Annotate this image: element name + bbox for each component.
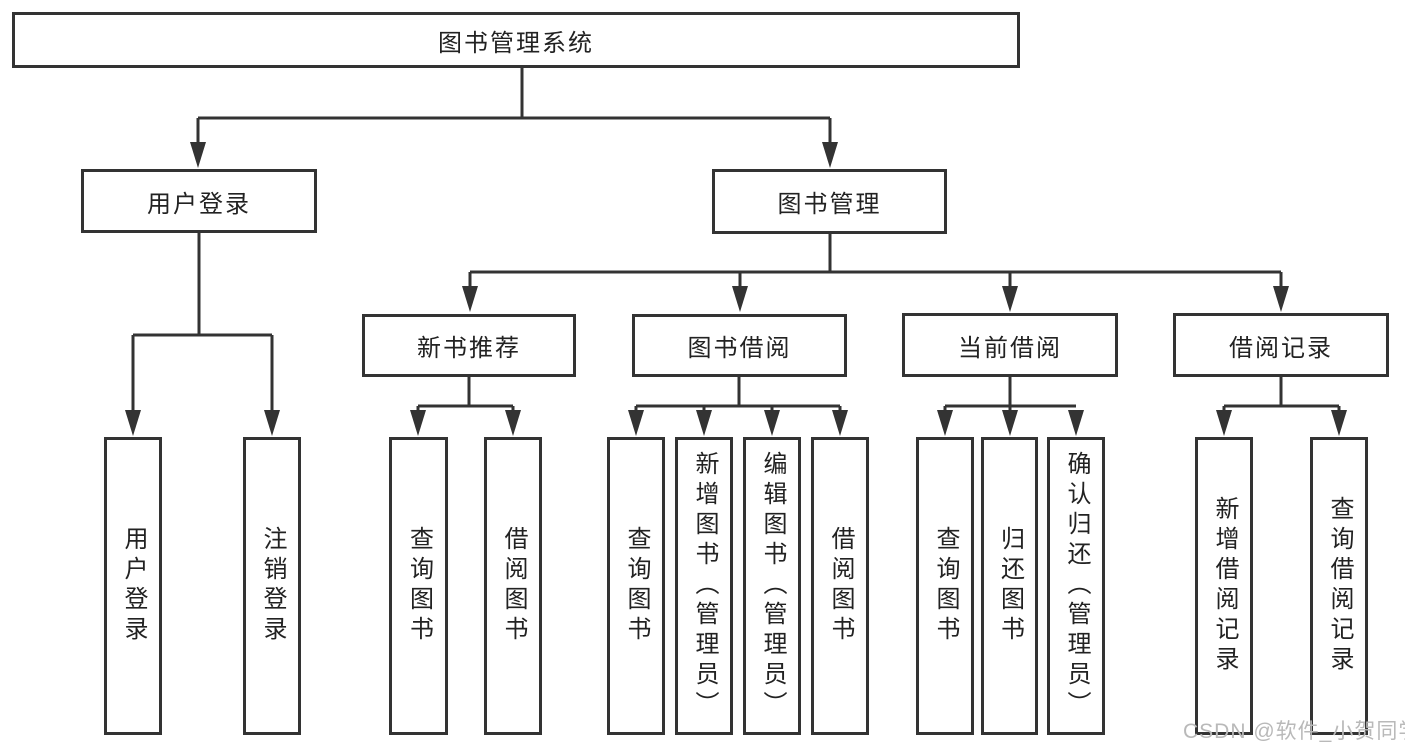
leaf-add-borrow-record-label: 新增借阅记录 [1211, 496, 1238, 676]
leaf-borrow-book-2: 借阅图书 [811, 437, 869, 735]
root-node-library-system: 图书管理系统 [12, 12, 1020, 68]
leaf-edit-book-admin-label: 编辑图书（管理员） [759, 451, 786, 721]
leaf-add-borrow-record: 新增借阅记录 [1195, 437, 1253, 735]
leaf-query-book-3: 查询图书 [916, 437, 974, 735]
node-book-management: 图书管理 [712, 169, 947, 234]
leaf-query-book-2-label: 查询图书 [623, 526, 650, 646]
leaf-logout-label: 注销登录 [259, 526, 286, 646]
leaf-borrow-book-2-label: 借阅图书 [827, 526, 854, 646]
leaf-user-login-label: 用户登录 [120, 526, 147, 646]
leaf-user-login: 用户登录 [104, 437, 162, 735]
node-current-borrow: 当前借阅 [902, 313, 1118, 377]
leaf-return-book: 归还图书 [981, 437, 1038, 735]
node-user-login: 用户登录 [81, 169, 317, 233]
leaf-query-book-2: 查询图书 [607, 437, 665, 735]
leaf-query-book-3-label: 查询图书 [932, 526, 959, 646]
leaf-logout: 注销登录 [243, 437, 301, 735]
leaf-query-book-1: 查询图书 [389, 437, 448, 735]
leaf-confirm-return-admin-label: 确认归还（管理员） [1063, 451, 1090, 721]
leaf-confirm-return-admin: 确认归还（管理员） [1047, 437, 1105, 735]
node-new-book-recommend: 新书推荐 [362, 314, 576, 377]
leaf-query-book-1-label: 查询图书 [405, 526, 433, 646]
leaf-add-book-admin-label: 新增图书（管理员） [691, 451, 718, 721]
leaf-add-book-admin: 新增图书（管理员） [675, 437, 733, 735]
node-borrow-records: 借阅记录 [1173, 313, 1389, 377]
leaf-query-borrow-record: 查询借阅记录 [1310, 437, 1368, 735]
node-book-borrow: 图书借阅 [632, 314, 847, 377]
leaf-borrow-book-1: 借阅图书 [484, 437, 542, 735]
csdn-watermark: CSDN @软件_小贺同学 [1183, 720, 1405, 743]
leaf-edit-book-admin: 编辑图书（管理员） [743, 437, 801, 735]
leaf-return-book-label: 归还图书 [996, 526, 1024, 646]
leaf-query-borrow-record-label: 查询借阅记录 [1326, 496, 1353, 676]
arrowheads [125, 142, 1347, 436]
leaf-borrow-book-1-label: 借阅图书 [500, 526, 527, 646]
